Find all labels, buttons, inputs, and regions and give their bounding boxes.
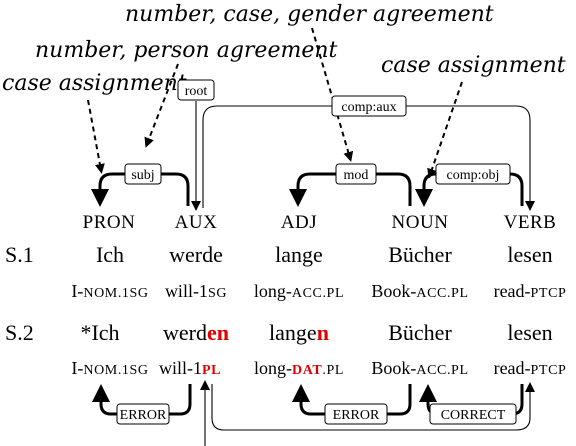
s1-gloss-3: long-ACC.PL (254, 281, 344, 301)
s1-word-4: Bücher (388, 242, 452, 267)
annotation-case-assignment-left: case assignment (2, 71, 187, 96)
mod-label: mod (344, 168, 369, 183)
comp-aux-arc (202, 105, 535, 211)
s2-gloss-5: read-PTCP (494, 358, 567, 378)
s2-word-1: *Ich (80, 320, 119, 345)
s2-comp-aux-arc (211, 382, 535, 431)
s2-gloss-1: I-NOM.1SG (71, 358, 148, 378)
s1-label: S.1 (5, 242, 34, 267)
dashed-arrow-case-subj (87, 99, 105, 174)
subj-label: subj (131, 168, 154, 183)
dashed-arrow-case-obj (427, 81, 463, 179)
s2-label: S.2 (5, 320, 34, 345)
pos-verb: VERB (504, 212, 557, 233)
comp-obj-label-box (435, 163, 511, 185)
pos-aux: AUX (175, 212, 218, 233)
s1-word-1: Ich (96, 242, 124, 267)
s2-gloss-2: will-1PL (159, 358, 221, 378)
annotation-number-person: number, person agreement (35, 38, 338, 63)
s1-gloss-1: I-NOM.1SG (71, 281, 148, 301)
error-label-1: ERROR (120, 408, 167, 423)
s1-gloss-2: will-1SG (165, 281, 227, 301)
s2-gloss-4: Book-ACC.PL (371, 358, 468, 378)
correct-label-box (429, 403, 517, 425)
s2-word-5: lesen (507, 320, 552, 345)
error-label-2: ERROR (333, 408, 380, 423)
pos-pron: PRON (83, 212, 136, 233)
pos-noun: NOUN (392, 212, 449, 233)
subj-label-box (124, 163, 162, 185)
s1-word-2: werde (169, 242, 223, 267)
s2-word-3: langen (269, 320, 329, 345)
s2-word-2: werden (163, 320, 229, 345)
error-label-box-1 (116, 403, 170, 425)
s1-gloss-4: Book-ACC.PL (371, 281, 468, 301)
s1-word-3: lange (275, 242, 323, 267)
s1-gloss-5: read-PTCP (494, 281, 567, 301)
comp-aux-label-box (331, 95, 407, 117)
mod-label-box (335, 163, 377, 185)
dashed-arrow-agreement-mod (311, 27, 354, 162)
s1-word-5: lesen (507, 242, 552, 267)
root-label-box (177, 79, 215, 101)
comp-aux-label: comp:aux (341, 100, 396, 115)
comp-obj-label: comp:obj (447, 168, 500, 183)
error-label-box-2 (324, 403, 388, 425)
annotation-case-assignment-right: case assignment (381, 53, 566, 78)
root-label: root (185, 84, 208, 99)
s2-gloss-3: long-DAT.PL (254, 358, 344, 378)
pos-adj: ADJ (281, 212, 317, 233)
s2-word-4: Bücher (388, 320, 452, 345)
correct-label: CORRECT (441, 408, 506, 423)
annotation-number-case-gender: number, case, gender agreement (125, 2, 494, 27)
